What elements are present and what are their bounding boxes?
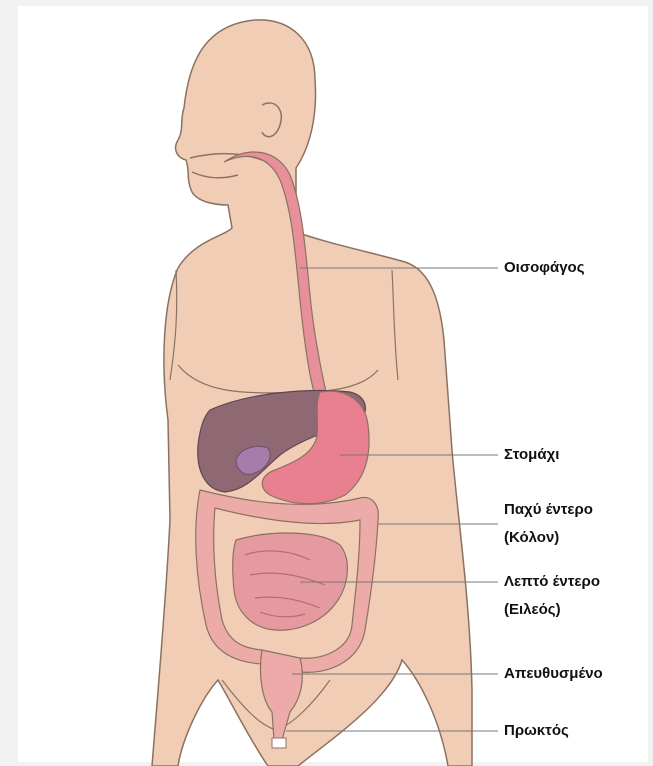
label-small-intestine-line1: Λεπτό έντερο: [504, 572, 600, 592]
label-rectum: Απευθυσμένο: [504, 664, 603, 684]
anus: [272, 738, 286, 748]
label-small-intestine-line2: (Ειλεός): [504, 600, 561, 620]
label-colon-line2: (Κόλον): [504, 528, 559, 548]
label-colon-line1: Παχύ έντερο: [504, 500, 593, 520]
label-anus: Πρωκτός: [504, 721, 569, 741]
label-esophagus: Οισοφάγος: [504, 258, 585, 278]
label-stomach: Στομάχι: [504, 445, 559, 465]
